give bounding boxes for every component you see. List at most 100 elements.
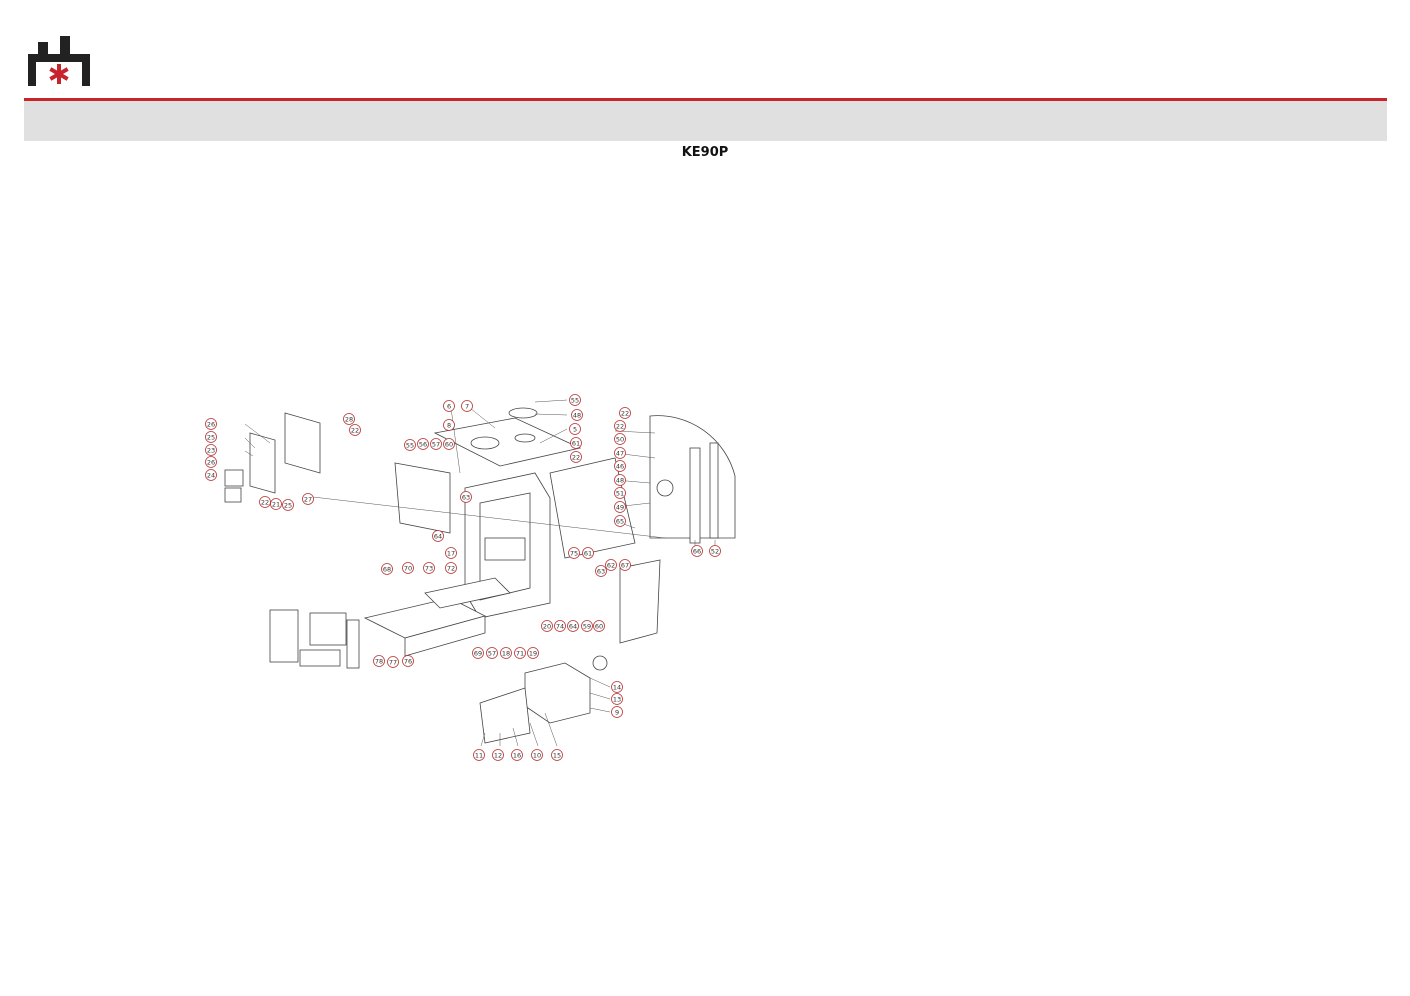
svg-text:9: 9 xyxy=(615,708,619,716)
leader-lines xyxy=(244,399,716,747)
svg-text:65: 65 xyxy=(616,517,624,525)
callout: 76 xyxy=(402,655,414,667)
callout: 7 xyxy=(461,400,473,412)
svg-text:7: 7 xyxy=(465,402,469,410)
callout: 28 xyxy=(343,413,355,425)
callout: 19 xyxy=(527,647,539,659)
svg-text:21: 21 xyxy=(272,500,280,508)
svg-text:15: 15 xyxy=(553,751,561,759)
svg-text:22: 22 xyxy=(621,409,629,417)
callout: 64 xyxy=(567,620,579,632)
svg-text:50: 50 xyxy=(616,435,624,443)
svg-text:63: 63 xyxy=(597,567,605,575)
callout: 25 xyxy=(205,431,217,443)
callout: 60 xyxy=(593,620,605,632)
callout: 17 xyxy=(445,547,457,559)
svg-text:22: 22 xyxy=(351,426,359,434)
callout: 5 xyxy=(569,423,581,435)
svg-text:13: 13 xyxy=(613,695,621,703)
callout: 57 xyxy=(430,438,442,450)
header-band xyxy=(24,101,1387,141)
svg-text:27: 27 xyxy=(304,495,312,503)
svg-text:57: 57 xyxy=(432,440,440,448)
svg-text:61: 61 xyxy=(584,549,592,557)
svg-text:10: 10 xyxy=(533,751,541,759)
callout: 23 xyxy=(205,444,217,456)
header-rule xyxy=(24,98,1387,101)
callout: 63 xyxy=(460,491,472,503)
svg-text:64: 64 xyxy=(434,532,442,540)
svg-text:77: 77 xyxy=(389,658,397,666)
callout: 22 xyxy=(349,424,361,436)
svg-text:71: 71 xyxy=(516,649,524,657)
callout: 66 xyxy=(691,545,703,557)
svg-text:12: 12 xyxy=(494,751,502,759)
svg-text:48: 48 xyxy=(573,411,581,419)
callout: 48 xyxy=(614,474,626,486)
callout: 70 xyxy=(402,562,414,574)
svg-text:22: 22 xyxy=(572,453,580,461)
svg-text:75: 75 xyxy=(570,549,578,557)
svg-text:23: 23 xyxy=(207,446,215,454)
callout: 18 xyxy=(500,647,512,659)
svg-text:49: 49 xyxy=(616,503,624,511)
callout: 59 xyxy=(581,620,593,632)
callout: 22 xyxy=(614,420,626,432)
svg-text:64: 64 xyxy=(569,622,577,630)
svg-text:72: 72 xyxy=(447,564,455,572)
svg-text:26: 26 xyxy=(207,420,215,428)
callout: 57 xyxy=(486,647,498,659)
svg-text:47: 47 xyxy=(616,449,624,457)
callout: 55 xyxy=(404,439,416,451)
svg-text:26: 26 xyxy=(207,458,215,466)
svg-text:62: 62 xyxy=(607,561,615,569)
callout: 26 xyxy=(205,456,217,468)
svg-text:60: 60 xyxy=(595,622,603,630)
callout: 22 xyxy=(570,451,582,463)
svg-text:5: 5 xyxy=(573,425,577,433)
callout: 13 xyxy=(611,693,623,705)
callout: 48 xyxy=(571,409,583,421)
svg-text:17: 17 xyxy=(447,549,455,557)
callout: 27 xyxy=(302,493,314,505)
svg-text:22: 22 xyxy=(261,498,269,506)
callout: 52 xyxy=(709,545,721,557)
callout: 22 xyxy=(619,407,631,419)
svg-text:8: 8 xyxy=(447,421,451,429)
callout: 67 xyxy=(619,559,631,571)
callout: 65 xyxy=(614,515,626,527)
callout: 74 xyxy=(554,620,566,632)
callout: 49 xyxy=(614,501,626,513)
svg-text:6: 6 xyxy=(447,402,451,410)
callout: 9 xyxy=(611,706,623,718)
svg-text:52: 52 xyxy=(711,547,719,555)
svg-text:18: 18 xyxy=(502,649,510,657)
svg-text:66: 66 xyxy=(693,547,701,555)
svg-text:19: 19 xyxy=(529,649,537,657)
svg-text:11: 11 xyxy=(475,751,483,759)
callout: 46 xyxy=(614,460,626,472)
callout: 25 xyxy=(282,499,294,511)
callout: 22 xyxy=(259,496,271,508)
svg-text:55: 55 xyxy=(406,441,414,449)
callout: 60 xyxy=(443,438,455,450)
callout: 61 xyxy=(570,437,582,449)
svg-text:78: 78 xyxy=(375,657,383,665)
callout: 69 xyxy=(472,647,484,659)
callout: 56 xyxy=(417,438,429,450)
svg-text:61: 61 xyxy=(572,439,580,447)
svg-text:76: 76 xyxy=(404,657,412,665)
svg-text:28: 28 xyxy=(345,415,353,423)
svg-text:51: 51 xyxy=(616,489,624,497)
svg-text:68: 68 xyxy=(383,565,391,573)
svg-text:56: 56 xyxy=(419,440,427,448)
svg-text:60: 60 xyxy=(445,440,453,448)
callout: 14 xyxy=(611,681,623,693)
callout: 75 xyxy=(568,547,580,559)
callout: 73 xyxy=(423,562,435,574)
callout: 68 xyxy=(381,563,393,575)
model-title: KE90P xyxy=(681,145,729,160)
logo-asterisk xyxy=(49,64,69,84)
callout: 47 xyxy=(614,447,626,459)
svg-text:20: 20 xyxy=(543,622,551,630)
